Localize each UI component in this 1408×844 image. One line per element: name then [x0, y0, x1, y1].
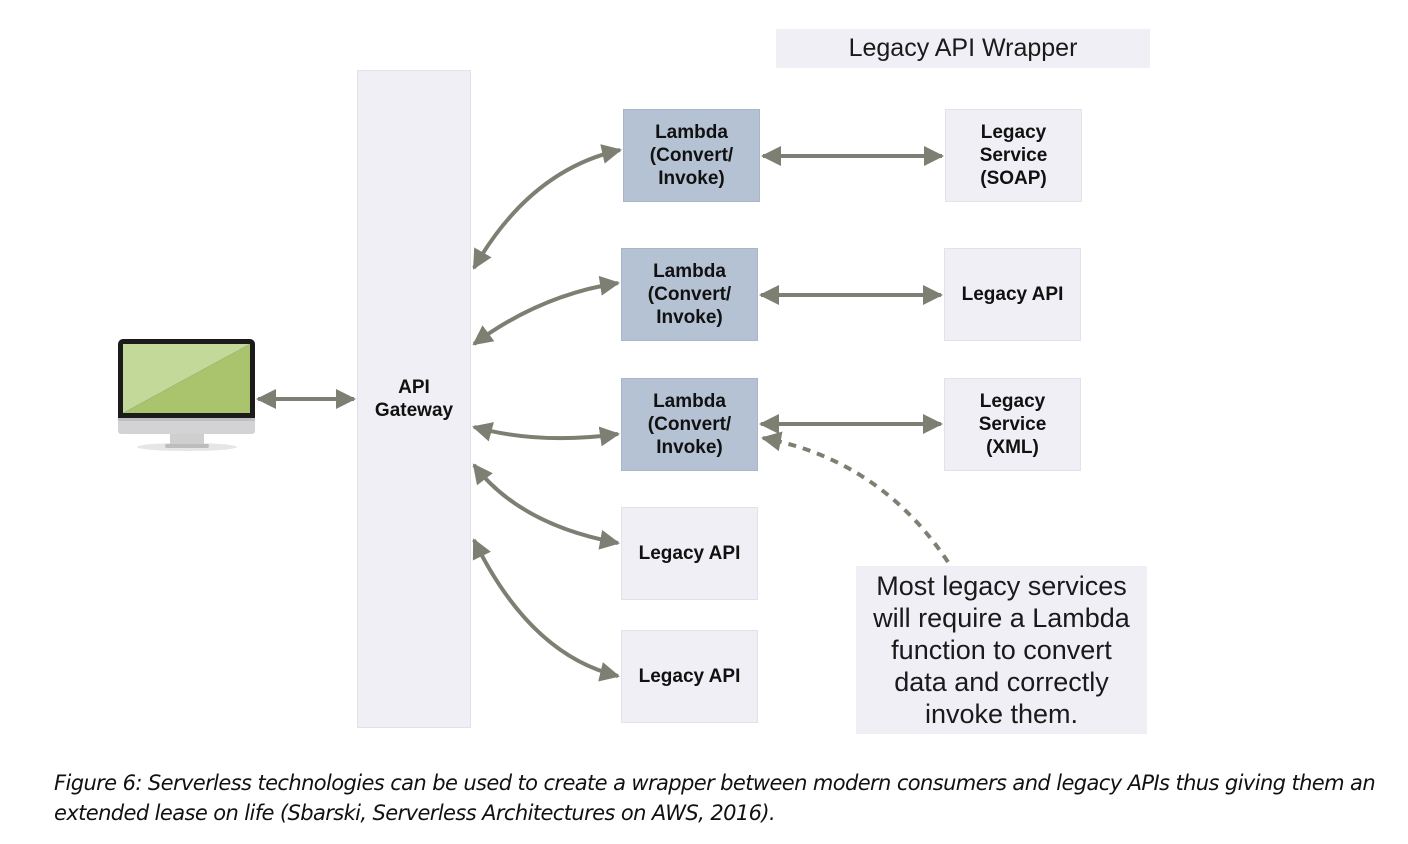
legacy-api-box-direct-2: Legacy API — [621, 630, 758, 723]
legacy-service-xml-box: Legacy Service (XML) — [944, 378, 1081, 471]
arrow-gateway-legacy-api-1 — [472, 463, 620, 550]
diagram-title: Legacy API Wrapper — [776, 29, 1150, 68]
api-gateway-box: API Gateway — [357, 70, 471, 728]
lambda-box-2: Lambda (Convert/ Invoke) — [621, 248, 758, 341]
legacy-service-soap-box: Legacy Service (SOAP) — [945, 109, 1082, 202]
arrow-gateway-lambda-3 — [472, 422, 620, 447]
arrow-gateway-lambda-2 — [472, 275, 620, 346]
legacy-api-box-1: Legacy API — [944, 248, 1081, 341]
annotation-note: Most legacy services will require a Lamb… — [856, 566, 1147, 734]
arrow-gateway-legacy-api-2 — [472, 538, 620, 682]
lambda-box-1: Lambda (Convert/ Invoke) — [623, 109, 760, 202]
desktop-monitor-icon — [118, 339, 255, 451]
arrow-gateway-lambda-1 — [472, 144, 622, 270]
figure-caption: Figure 6: Serverless technologies can be… — [54, 771, 1376, 825]
dashed-arrow-note-lambda — [761, 431, 950, 564]
legacy-api-box-direct-1: Legacy API — [621, 507, 758, 600]
lambda-box-3: Lambda (Convert/ Invoke) — [621, 378, 758, 471]
